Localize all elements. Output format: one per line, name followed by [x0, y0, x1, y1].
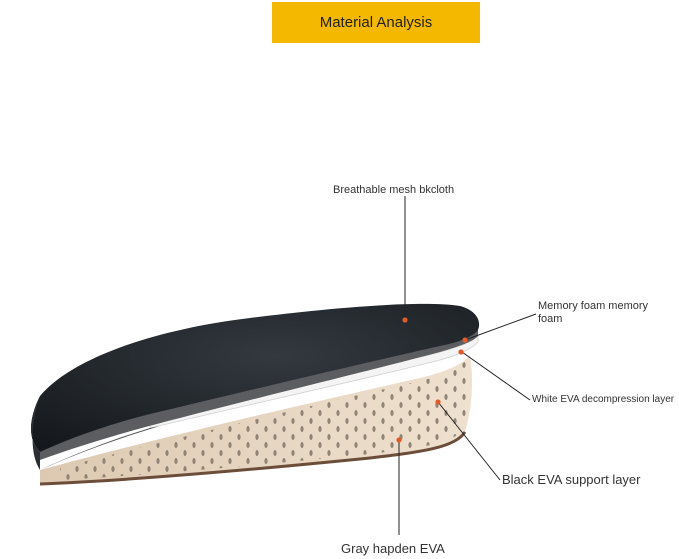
label-white-eva: White EVA decompression layer — [532, 393, 674, 406]
marker-black-eva — [435, 399, 440, 404]
marker-mesh — [402, 317, 407, 322]
label-gray-eva: Gray hapden EVA — [341, 541, 445, 556]
label-memory-foam-line2: foam — [538, 313, 648, 326]
label-mesh: Breathable mesh bkcloth — [333, 184, 454, 197]
label-memory-foam-line1: Memory foam memory — [538, 300, 648, 313]
label-black-eva: Black EVA support layer — [502, 472, 641, 487]
label-memory-foam: Memory foam memory foam — [538, 300, 648, 326]
marker-memory — [462, 337, 467, 342]
leader-line-white-eva — [462, 352, 530, 400]
marker-gray-eva — [396, 437, 401, 442]
marker-white-eva — [458, 349, 463, 354]
